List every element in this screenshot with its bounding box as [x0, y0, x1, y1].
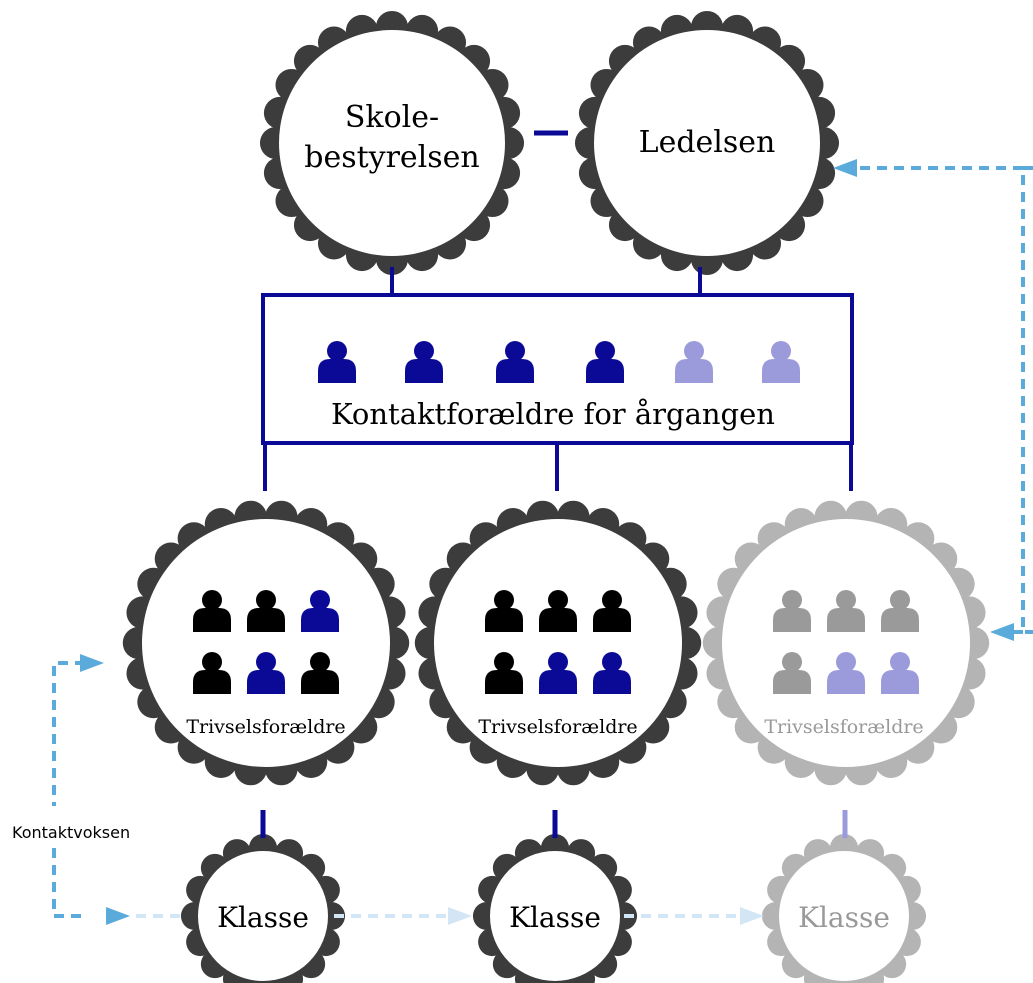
- arrowhead-ledelsen-icon: [833, 159, 857, 177]
- ledelsen-cloud: [574, 10, 840, 276]
- klasse-label-1: Klasse: [217, 901, 309, 934]
- skolebestyrelsen-cloud: [259, 10, 525, 276]
- skolebestyrelsen-label-line1: Skole-: [345, 100, 439, 135]
- ledelsen-label: Ledelsen: [639, 125, 776, 160]
- trivsel-cloud-1: [122, 500, 410, 786]
- trivsel-label-1: Trivselsforældre: [186, 716, 345, 738]
- person-icon: [318, 341, 356, 383]
- klasse-label-2: Klasse: [509, 901, 601, 934]
- kontaktvoksen-arrow-line: [52, 661, 85, 918]
- trivsel-label-3: Trivselsforældre: [764, 716, 923, 738]
- person-icon: [586, 341, 624, 383]
- kontaktvoksen-label: Kontaktvoksen: [12, 823, 130, 842]
- arrowhead-trivsel-3-icon: [990, 623, 1014, 641]
- trivsel-cloud-3: [702, 500, 990, 786]
- labels: Skole- bestyrelsen Ledelsen Kontaktforæl…: [12, 100, 924, 934]
- person-icon: [496, 341, 534, 383]
- klasse-cloud-3: [761, 833, 927, 983]
- connector-lines: [260, 130, 854, 838]
- feedback-arrow-line: [1021, 166, 1033, 634]
- klasse-label-3: Klasse: [798, 901, 890, 934]
- klasse-cloud-1: [180, 833, 346, 983]
- arrowhead-kontaktvoksen-bottom-icon: [106, 907, 130, 925]
- trivsel-cloud-2: [414, 500, 702, 786]
- trivsel-label-2: Trivselsforældre: [478, 716, 637, 738]
- kontaktforaeldre-label: Kontaktforældre for årgangen: [331, 397, 775, 431]
- skolebestyrelsen-label-line2: bestyrelsen: [304, 140, 480, 175]
- klasse-cloud-2: [472, 833, 638, 983]
- dashed-arrows: [52, 159, 1033, 925]
- cloud-shapes: [122, 10, 990, 983]
- arrowhead-kontaktvoksen-top-icon: [80, 654, 104, 672]
- arrowhead-klasse-3-icon: [740, 907, 764, 925]
- arrowhead-klasse-2-icon: [448, 907, 472, 925]
- person-icon: [762, 341, 800, 383]
- person-icon: [675, 341, 713, 383]
- person-icon: [405, 341, 443, 383]
